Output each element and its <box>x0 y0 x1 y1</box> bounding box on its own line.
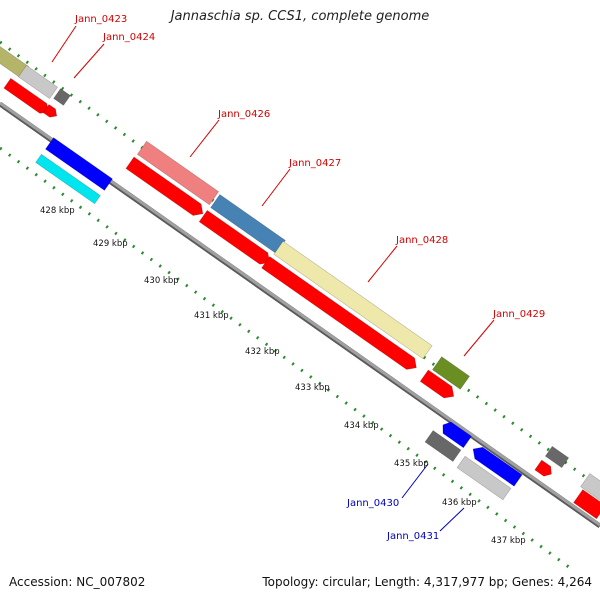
cds-0427[interactable] <box>198 209 273 268</box>
label-jann-0424: Jann_0424 <box>102 32 155 43</box>
label-jann-0429: Jann_0429 <box>492 309 545 320</box>
cds-edge-2[interactable] <box>573 489 600 520</box>
gene-jann-0425[interactable] <box>53 88 71 106</box>
label-jann-0427: Jann_0427 <box>288 158 341 169</box>
cds-0428[interactable] <box>261 256 421 373</box>
tick-label: 437 kbp <box>491 536 526 546</box>
gene-reverse-1[interactable] <box>45 137 113 191</box>
cds-0429[interactable] <box>419 369 458 402</box>
tick-label: 429 kbp <box>93 239 128 249</box>
gene-jann-0430[interactable] <box>469 443 523 487</box>
gene-jann-0429[interactable] <box>432 356 470 390</box>
gene-reverse-2[interactable] <box>35 153 101 205</box>
gene-jann-0424[interactable] <box>18 64 58 100</box>
leader-jann-0428 <box>367 245 398 283</box>
leader-jann-0423 <box>51 25 77 63</box>
gene-reverse-4[interactable] <box>439 419 472 449</box>
map-title: Jannaschia sp. CCS1, complete genome <box>170 9 430 24</box>
label-jann-0431: Jann_0431 <box>386 531 439 542</box>
label-jann-0426: Jann_0426 <box>217 109 270 120</box>
gene-jann-0431[interactable] <box>456 455 512 501</box>
accession-text: Accession: NC_007802 <box>9 575 146 589</box>
gene-jann-0428[interactable] <box>273 240 433 360</box>
tick-label: 428 kbp <box>40 206 75 216</box>
cds-0426[interactable] <box>125 156 207 220</box>
tick-label: 436 kbp <box>442 498 477 508</box>
label-jann-0423: Jann_0423 <box>74 14 127 25</box>
leader-jann-0424 <box>73 43 105 79</box>
tick-label: 435 kbp <box>394 459 429 469</box>
tick-label: 432 kbp <box>245 347 280 357</box>
label-jann-0430: Jann_0430 <box>346 498 399 509</box>
cds-edge-1[interactable] <box>534 459 555 479</box>
tick-label: 433 kbp <box>295 383 330 393</box>
leader-jann-0426 <box>189 119 220 158</box>
gene-reverse-3[interactable] <box>424 430 462 462</box>
inner-tick-ring <box>0 146 576 570</box>
tick-label: 434 kbp <box>344 421 379 431</box>
label-jann-0428: Jann_0428 <box>395 235 448 246</box>
leader-jann-0427 <box>261 168 291 207</box>
cds-0425[interactable] <box>42 104 59 120</box>
leader-jann-0431 <box>439 507 465 532</box>
leader-jann-0430 <box>401 463 429 499</box>
tick-label: 431 kbp <box>194 311 229 321</box>
gene-edge-1[interactable] <box>544 445 570 469</box>
tick-label: 430 kbp <box>144 276 179 286</box>
gene-jann-0426[interactable] <box>136 140 220 206</box>
leader-jann-0429 <box>463 319 495 357</box>
genome-summary-text: Topology: circular; Length: 4,317,977 bp… <box>262 575 592 589</box>
